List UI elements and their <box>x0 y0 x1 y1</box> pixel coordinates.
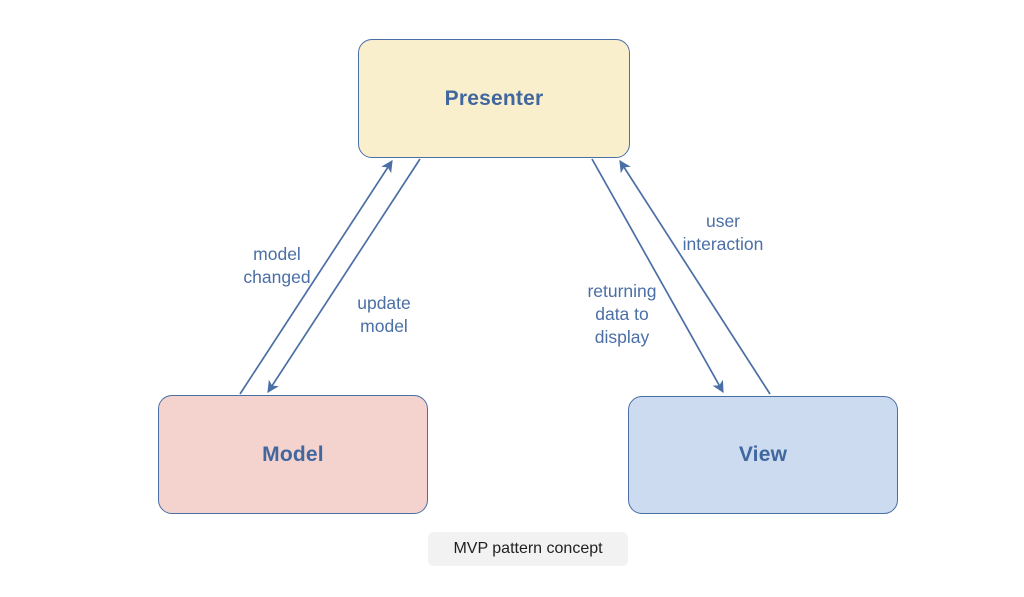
edge-label-returning-data: returning data to display <box>587 281 657 347</box>
edge-label-model-changed: model changed <box>243 244 311 287</box>
edge-returning-data <box>591 158 724 394</box>
edge-label-user-interaction: user interaction <box>682 211 764 254</box>
node-view[interactable]: View <box>628 396 898 514</box>
edge-user-interaction <box>619 159 771 395</box>
caption-text: MVP pattern concept <box>453 540 603 557</box>
edge-model-changed <box>239 160 393 395</box>
node-presenter[interactable]: Presenter <box>358 39 630 158</box>
node-presenter-label: Presenter <box>444 86 544 110</box>
caption-chip: MVP pattern concept <box>428 532 628 566</box>
node-view-label: View <box>738 443 788 466</box>
edge-update-model <box>267 158 421 393</box>
node-model-label: Model <box>262 442 324 466</box>
edge-label-update-model: update model <box>357 293 411 336</box>
node-model[interactable]: Model <box>158 395 428 514</box>
